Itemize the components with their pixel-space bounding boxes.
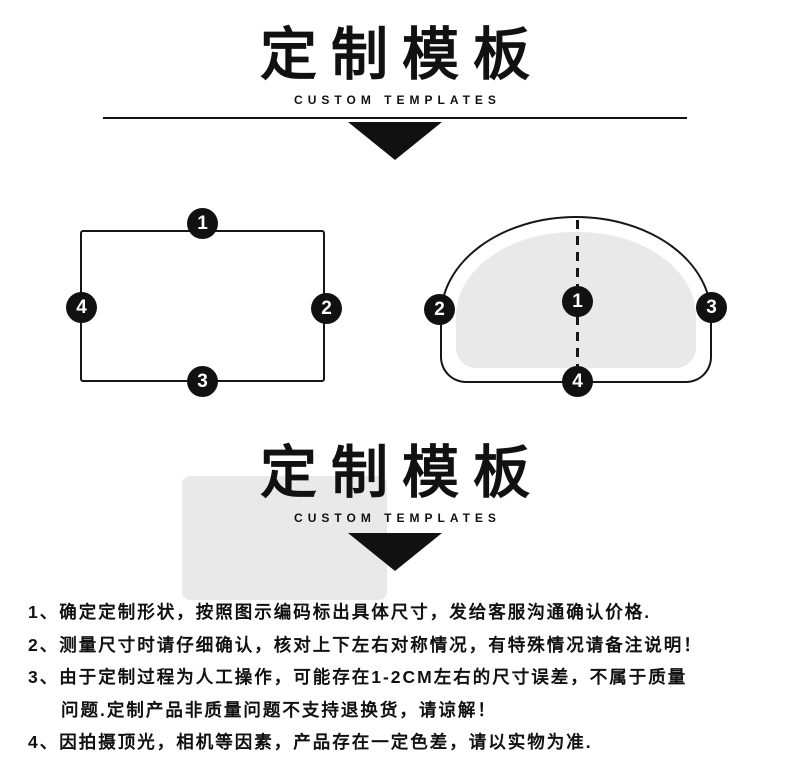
page-title: 定制模板 (260, 23, 544, 87)
rectangle-template-fill (182, 476, 387, 600)
note-line: 3、由于定制过程为人工操作，可能存在1-2CM左右的尺寸误差，不属于质量 (28, 667, 688, 687)
measure-point-badge: 2 (311, 293, 342, 324)
note-line: 2、测量尺寸时请仔细确认，核对上下左右对称情况，有特殊情况请备注说明！ (28, 634, 703, 655)
section-title: 定制模板 (260, 441, 544, 505)
note-line: 1、确定定制形状，按照图示编码标出具体尺寸，发给客服沟通确认价格. (28, 602, 652, 622)
measure-point-badge: 3 (696, 292, 727, 323)
measure-point-badge: 3 (187, 366, 218, 397)
measure-point-badge: 1 (187, 208, 218, 239)
divider-line (103, 117, 687, 119)
note-line: 4、因拍摄顶光，相机等因素，产品存在一定色差，请以实物为准. (28, 732, 593, 752)
measure-point-badge: 4 (562, 366, 593, 397)
note-line-continuation: 问题.定制产品非质量问题不支持退换货，请谅解！ (61, 699, 497, 720)
section-subtitle: CUSTOM TEMPLATES (294, 511, 501, 525)
down-arrow-icon (348, 533, 442, 571)
rectangle-template-shape (80, 230, 387, 600)
header-top: 定制模板 CUSTOM TEMPLATES (0, 22, 790, 160)
measure-point-badge: 1 (562, 286, 593, 317)
header-mid: 定制模板 CUSTOM TEMPLATES (0, 440, 790, 571)
measure-point-badge: 2 (424, 294, 455, 325)
customization-notes: 1、确定定制形状，按照图示编码标出具体尺寸，发给客服沟通确认价格. 2、测量尺寸… (28, 596, 770, 759)
page-subtitle: CUSTOM TEMPLATES (294, 93, 501, 107)
measure-point-badge: 4 (66, 292, 97, 323)
